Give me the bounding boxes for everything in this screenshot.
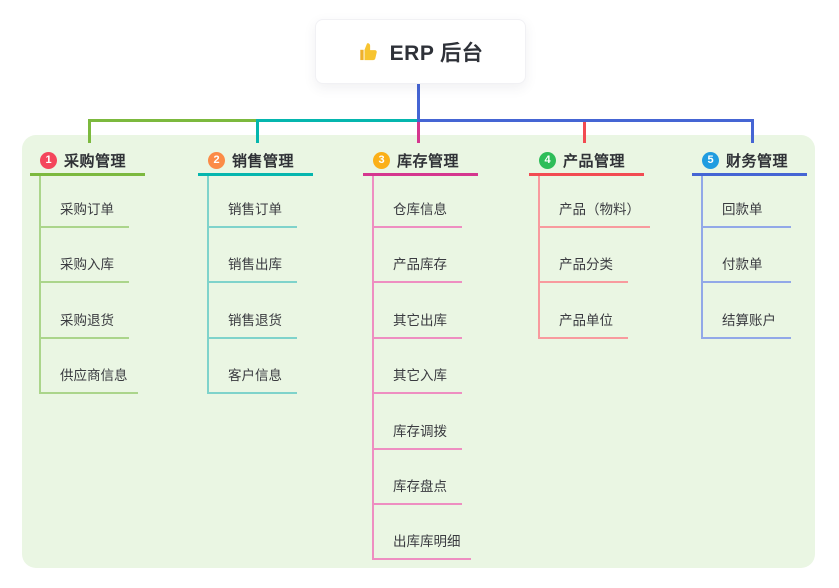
child-node[interactable]: 销售订单 [209, 176, 297, 228]
branch-children: 仓库信息产品库存其它出库其它入库库存调拨库存盘点出库库明细 [372, 176, 478, 561]
connector-drop-purchase [88, 119, 91, 143]
branch-index-badge: 2 [208, 152, 225, 169]
branch-title[interactable]: 1 采购管理 [30, 148, 145, 176]
child-node[interactable]: 销售退货 [209, 283, 297, 339]
connector-root-drop [417, 82, 420, 122]
mindmap-background-panel [22, 135, 815, 568]
child-node[interactable]: 库存调拨 [374, 394, 462, 450]
root-node-title: ERP 后台 [389, 41, 484, 65]
branch-column: 5 财务管理 回款单付款单结算账户 [692, 148, 807, 339]
branch-column: 4 产品管理 产品（物料）产品分类产品单位 [529, 148, 650, 339]
child-node[interactable]: 仓库信息 [374, 176, 462, 228]
child-node[interactable]: 客户信息 [209, 339, 297, 395]
child-node[interactable]: 产品库存 [374, 228, 462, 284]
child-node[interactable]: 库存盘点 [374, 450, 462, 505]
branch-index-badge: 1 [40, 152, 57, 169]
child-node[interactable]: 其它出库 [374, 283, 462, 339]
branch-title[interactable]: 5 财务管理 [692, 148, 807, 176]
child-node[interactable]: 结算账户 [703, 283, 791, 339]
child-node[interactable]: 供应商信息 [41, 339, 138, 395]
child-node[interactable]: 销售出库 [209, 228, 297, 284]
branch-children: 采购订单采购入库采购退货供应商信息 [39, 176, 145, 395]
branch-label: 库存管理 [397, 153, 460, 170]
child-node[interactable]: 出库库明细 [374, 505, 471, 561]
branch-children: 销售订单销售出库销售退货客户信息 [207, 176, 313, 395]
child-node[interactable]: 采购退货 [41, 283, 129, 339]
branch-children: 产品（物料）产品分类产品单位 [538, 176, 650, 339]
connector-bus-left-teal [256, 119, 420, 122]
branch-label: 产品管理 [563, 153, 626, 170]
branch-title[interactable]: 3 库存管理 [363, 148, 478, 176]
connector-drop-product [583, 119, 586, 143]
child-node[interactable]: 采购入库 [41, 228, 129, 284]
branch-label: 销售管理 [232, 153, 295, 170]
branch-title[interactable]: 4 产品管理 [529, 148, 644, 176]
thumbs-up-icon [358, 41, 380, 63]
root-node[interactable]: ERP 后台 [315, 19, 526, 84]
branch-column: 3 库存管理 仓库信息产品库存其它出库其它入库库存调拨库存盘点出库库明细 [363, 148, 478, 561]
child-node[interactable]: 回款单 [703, 176, 791, 228]
branch-column: 2 销售管理 销售订单销售出库销售退货客户信息 [198, 148, 313, 395]
branch-title[interactable]: 2 销售管理 [198, 148, 313, 176]
child-node[interactable]: 其它入库 [374, 339, 462, 395]
connector-bus-right-blue [419, 119, 753, 122]
branch-label: 采购管理 [64, 153, 127, 170]
branch-children: 回款单付款单结算账户 [701, 176, 807, 339]
connector-drop-inventory [417, 119, 420, 143]
connector-drop-sales [256, 119, 259, 143]
branch-index-badge: 5 [702, 152, 719, 169]
child-node[interactable]: 产品（物料） [540, 176, 650, 228]
branch-index-badge: 3 [373, 152, 390, 169]
child-node[interactable]: 产品分类 [540, 228, 628, 284]
connector-drop-finance [751, 119, 754, 143]
child-node[interactable]: 付款单 [703, 228, 791, 284]
child-node[interactable]: 产品单位 [540, 283, 628, 339]
connector-bus-left-green [88, 119, 420, 122]
branch-index-badge: 4 [539, 152, 556, 169]
branch-label: 财务管理 [726, 153, 789, 170]
branch-column: 1 采购管理 采购订单采购入库采购退货供应商信息 [30, 148, 145, 395]
child-node[interactable]: 采购订单 [41, 176, 129, 228]
